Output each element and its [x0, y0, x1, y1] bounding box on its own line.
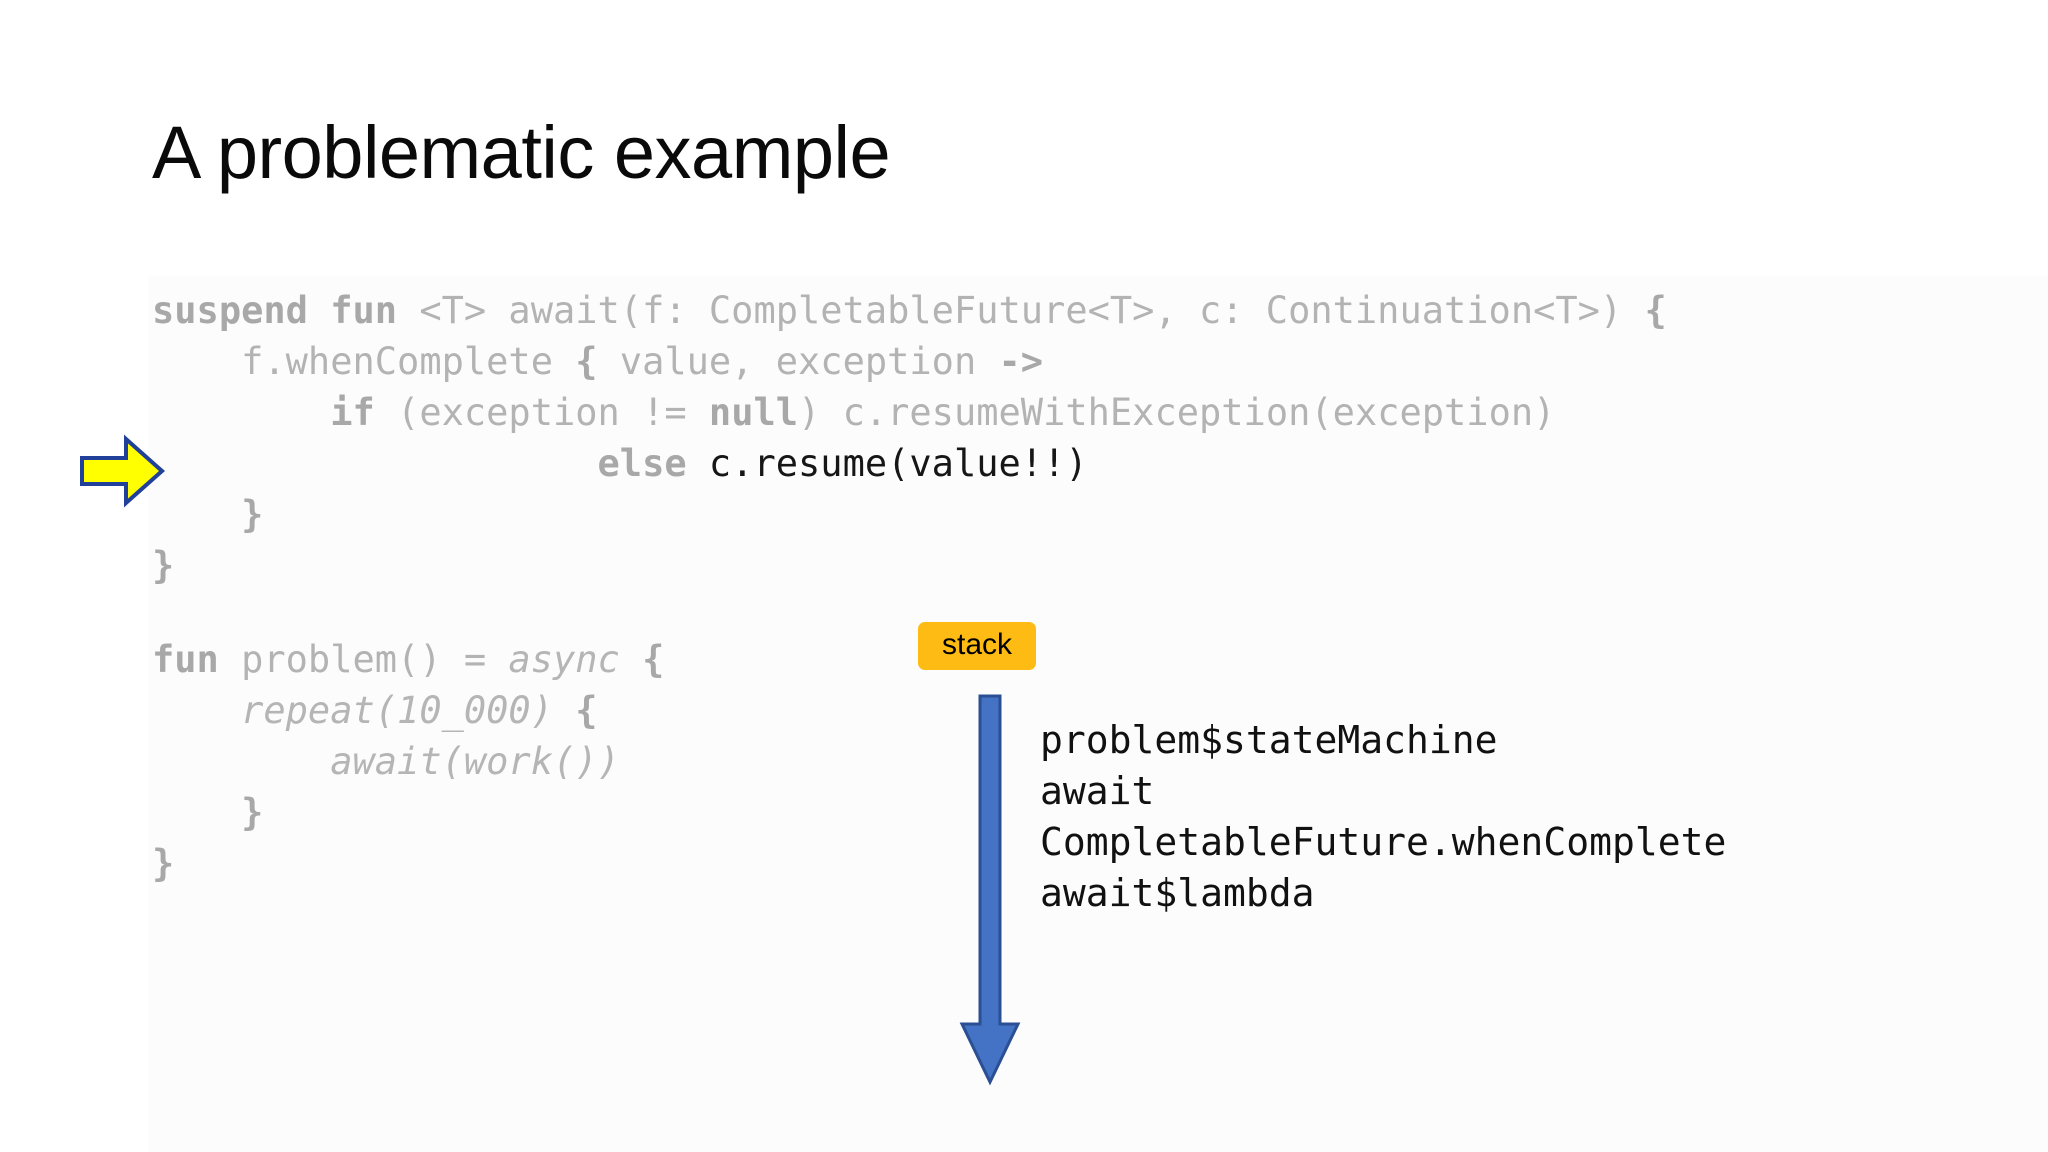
code-token: c.resume(value!!): [708, 442, 1088, 485]
code-await-line: if (exception != null) c.resumeWithExcep…: [152, 387, 1667, 438]
code-token: repeat(10_000): [241, 689, 553, 732]
code-indent: [152, 391, 330, 434]
code-token: suspend fun: [152, 289, 420, 332]
code-token: fun: [152, 638, 219, 681]
code-token: value, exception: [597, 340, 999, 383]
code-token: {: [1644, 289, 1667, 332]
code-indent: [152, 442, 598, 485]
code-token: }: [152, 544, 175, 587]
code-problem-line: }: [152, 838, 664, 889]
page-title: A problematic example: [152, 111, 891, 194]
code-problem-line: await(work()): [152, 736, 664, 787]
code-await-line: suspend fun <T> await(f: CompletableFutu…: [152, 285, 1667, 336]
stack-frame: CompletableFuture.whenComplete: [1040, 820, 1727, 864]
stack-frame: problem$stateMachine: [1040, 718, 1498, 762]
code-problem-line: fun problem() = async {: [152, 634, 664, 685]
code-token: {: [575, 340, 598, 383]
code-indent: [152, 340, 241, 383]
stack-frame: await$lambda: [1040, 871, 1315, 915]
stack-frame: await: [1040, 769, 1155, 813]
code-token: if: [330, 391, 375, 434]
code-await-line: f.whenComplete { value, exception ->: [152, 336, 1667, 387]
code-token: async: [508, 638, 620, 681]
code-token: await(work()): [330, 740, 620, 783]
code-token: ->: [998, 340, 1044, 383]
code-await-line: }: [152, 489, 1667, 540]
code-token: <T> await(f: CompletableFuture<T>, c: Co…: [419, 289, 1645, 332]
code-await-line: }: [152, 540, 1667, 591]
code-token: [620, 638, 642, 681]
code-panel-background: [148, 276, 2048, 1152]
code-token: }: [241, 493, 264, 536]
code-token: }: [152, 842, 175, 885]
code-problem-line: repeat(10_000) {: [152, 685, 664, 736]
code-problem-line: }: [152, 787, 664, 838]
code-indent: [152, 689, 241, 732]
code-indent: [152, 791, 241, 834]
down-arrow-icon: [958, 694, 1022, 1086]
code-token: [687, 442, 709, 485]
code-token: {: [575, 689, 598, 732]
right-arrow-marker-icon: [78, 434, 166, 508]
code-indent: [152, 740, 330, 783]
code-indent: [152, 493, 241, 536]
code-token: (exception !=: [374, 391, 709, 434]
code-block-problem: fun problem() = async { repeat(10_000) {…: [152, 634, 664, 889]
code-token: problem() =: [218, 638, 509, 681]
code-token: }: [241, 791, 264, 834]
code-token: {: [642, 638, 665, 681]
code-token: [553, 689, 575, 732]
code-await-line: else c.resume(value!!): [152, 438, 1667, 489]
code-token: ) c.resumeWithException(exception): [798, 391, 1556, 434]
code-block-await: suspend fun <T> await(f: CompletableFutu…: [152, 285, 1667, 591]
code-token: f.whenComplete: [241, 340, 576, 383]
stack-badge: stack: [918, 622, 1037, 670]
code-token: null: [708, 391, 799, 434]
code-token: else: [597, 442, 687, 485]
